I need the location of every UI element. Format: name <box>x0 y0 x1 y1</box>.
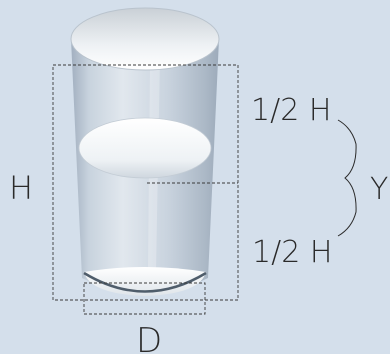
glass <box>70 7 220 296</box>
glass-bottom-rim <box>83 271 207 293</box>
label-lower-half: 1/2 H <box>252 235 332 270</box>
label-upper-half: 1/2 H <box>251 93 331 128</box>
glass-bottom-base <box>84 267 206 296</box>
height-box <box>52 64 239 301</box>
mid-section-ellipse <box>78 117 212 179</box>
label-diameter: D <box>136 321 162 354</box>
label-height: H <box>9 169 33 207</box>
y-brace <box>337 119 357 237</box>
diameter-box <box>83 282 206 315</box>
glass-top-ellipse <box>70 7 220 71</box>
label-combined: Y <box>370 172 388 207</box>
dashed-guides <box>52 64 239 315</box>
